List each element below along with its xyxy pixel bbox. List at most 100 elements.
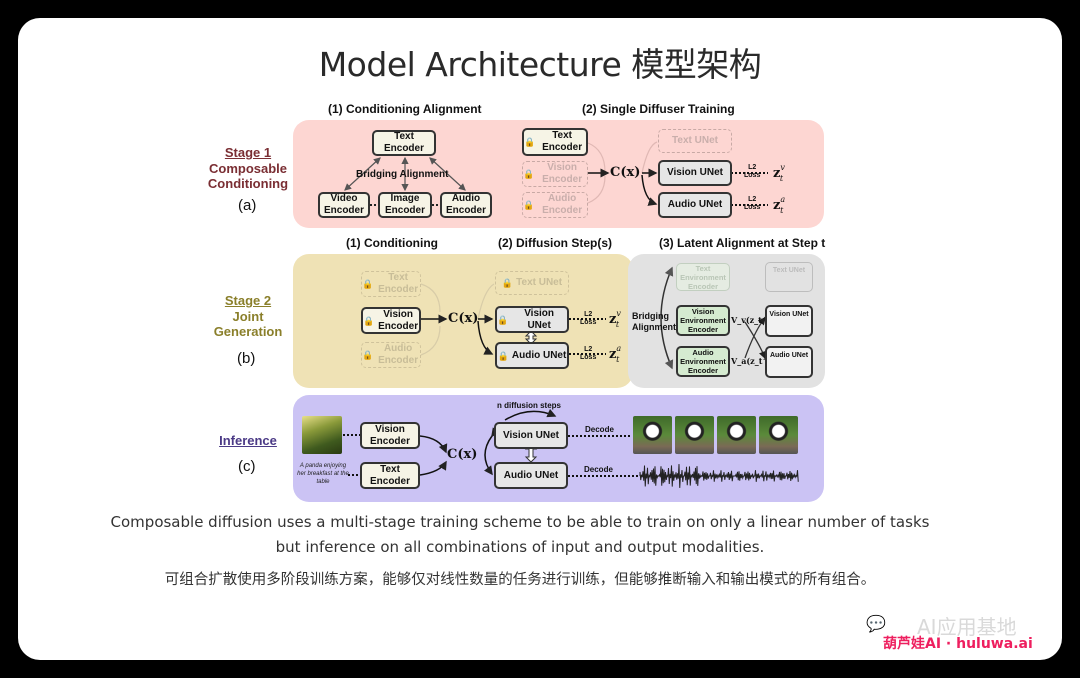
loss-l2: L2 [584, 311, 593, 318]
bridging-line2: Alignment [632, 322, 676, 332]
lock-icon: 🔒 [362, 279, 374, 289]
panda-frame [633, 416, 672, 454]
stage2-panel [293, 254, 633, 388]
watermark-text: AI应用基地 [917, 615, 1017, 639]
stage1-title: Stage 1 [224, 145, 272, 160]
z-sub: t [616, 355, 620, 364]
stage2-label: Stage 2 Joint Generation [196, 293, 300, 340]
decode-label-audio: Decode [584, 465, 613, 474]
stage1-label: Stage 1 Composable Conditioning [196, 145, 300, 192]
z-sup: a [616, 344, 622, 353]
stage2-title: Stage 2 [224, 293, 272, 308]
bridge-line-video [344, 157, 381, 191]
lock-icon: 🔒 [523, 169, 535, 179]
s2-audio-encoder-label: Audio Encoder [378, 343, 419, 366]
s2-text-unet: 🔒Text UNet [495, 271, 569, 295]
s1b-vision-encoder-label: Vision Encoder [542, 162, 583, 185]
stage1-letter: (a) [238, 197, 257, 214]
s1b-audio-encoder-label: Audio Encoder [542, 193, 583, 216]
s1b-text-encoder-label: Text Encoder [542, 130, 583, 153]
text-prompt: A panda enjoying her breakfast at the ta… [297, 463, 349, 485]
s1-text-encoder: Text Encoder [372, 130, 436, 156]
bridge-line-audio [429, 157, 466, 191]
inf-vision-encoder: Vision Encoder [360, 422, 420, 449]
inference-label: Inference [196, 433, 300, 449]
lock-icon: 🔒 [363, 315, 375, 326]
s1-z-a: zat [773, 195, 788, 215]
stage2-letter: (b) [237, 350, 256, 367]
lock-icon: 🔒 [362, 350, 374, 360]
s1-image-encoder: Image Encoder [378, 192, 432, 218]
header-conditioning: (1) Conditioning [346, 236, 438, 250]
latent-audio-env-encoder: Audio Environment Encoder [676, 346, 730, 377]
s2-audio-encoder: 🔒 Audio Encoder [361, 342, 421, 368]
s1-text-unet: Text UNet [658, 129, 732, 153]
caption-chinese: 可组合扩散使用多阶段训练方案，能够仅对线性数量的任务进行训练，但能够推断输入和输… [164, 572, 876, 588]
lock-icon: 🔒 [501, 278, 514, 288]
panda-frame [717, 416, 756, 454]
s1-bridging-alignment: Bridging Alignment [356, 169, 449, 180]
audio-waveform-path [639, 464, 799, 488]
inf-cx: C(x) [447, 447, 478, 462]
loss-word: Loss [580, 319, 597, 326]
s2-audio-unet-label: Audio UNet [511, 349, 567, 361]
loss-l2: L2 [748, 164, 757, 171]
s1-audio-encoder: Audio Encoder [440, 192, 492, 218]
inf-audio-unet: Audio UNet [494, 462, 568, 489]
lock-icon: 🔒 [497, 350, 509, 361]
loss-word: Loss [580, 354, 597, 361]
lock-icon: 🔒 [523, 200, 535, 210]
s2-text-unet-label: Text UNet [516, 277, 563, 288]
s1-audio-unet: Audio UNet [658, 192, 732, 218]
s2-z-v: zvt [609, 309, 624, 329]
latent-vv: V_v(z_t^v) [731, 315, 778, 325]
header-diffusion-steps: (2) Diffusion Step(s) [498, 236, 612, 250]
s1-vision-unet: Vision UNet [658, 160, 732, 186]
stage1-name-line1: Composable [208, 160, 287, 176]
s1-video-encoder: Video Encoder [318, 192, 370, 218]
s2-text-encoder: 🔒Text Encoder [361, 271, 421, 297]
latent-text-env-encoder: Text Environment Encoder [676, 263, 730, 291]
slide-title: Model Architecture 模型架构 [318, 45, 762, 84]
inference-letter: (c) [238, 458, 256, 475]
lock-icon: 🔒 [524, 137, 536, 147]
stage1-name-line2: Conditioning [207, 176, 289, 191]
inf-text-encoder: Text Encoder [360, 462, 420, 489]
inf-vision-unet: Vision UNet [494, 422, 568, 449]
z-symbol: z [773, 166, 781, 181]
loss-l2: L2 [584, 346, 593, 353]
stage2-name-line2: Generation [213, 324, 283, 339]
z-symbol: z [609, 312, 617, 327]
loss-l2: L2 [748, 196, 757, 203]
z-symbol: z [609, 347, 617, 362]
s2-cx: C(x) [448, 311, 479, 326]
s2-z-a: zat [609, 344, 624, 364]
loss-word: Loss [744, 172, 761, 179]
s2-vision-unet: 🔒Vision UNet [495, 306, 569, 333]
z-sup: v [616, 309, 621, 318]
panda-frame [759, 416, 798, 454]
s1b-text-encoder: 🔒 Text Encoder [522, 128, 588, 156]
z-sub: t [780, 206, 784, 215]
forest-image-thumbnail [302, 416, 342, 454]
s1-z-v: zvt [773, 163, 788, 183]
latent-vision-env-encoder: Vision Environment Encoder [676, 305, 730, 336]
s2-vision-encoder: 🔒Vision Encoder [361, 307, 421, 334]
s2-vision-encoder-label: Vision Encoder [378, 308, 419, 332]
caption-english: Composable diffusion uses a multi-stage … [110, 513, 930, 556]
s2-audio-unet: 🔒Audio UNet [495, 342, 569, 369]
panda-frame [675, 416, 714, 454]
header-conditioning-alignment: (1) Conditioning Alignment [328, 102, 482, 116]
lock-icon: 🔒 [497, 314, 509, 325]
latent-vision-unet: Vision UNet [765, 305, 813, 337]
header-single-diffuser-training: (2) Single Diffuser Training [582, 102, 735, 116]
inference-title: Inference [219, 433, 277, 448]
s1b-vision-encoder: 🔒 Vision Encoder [522, 161, 588, 187]
wechat-icon: 💬 [866, 614, 886, 633]
